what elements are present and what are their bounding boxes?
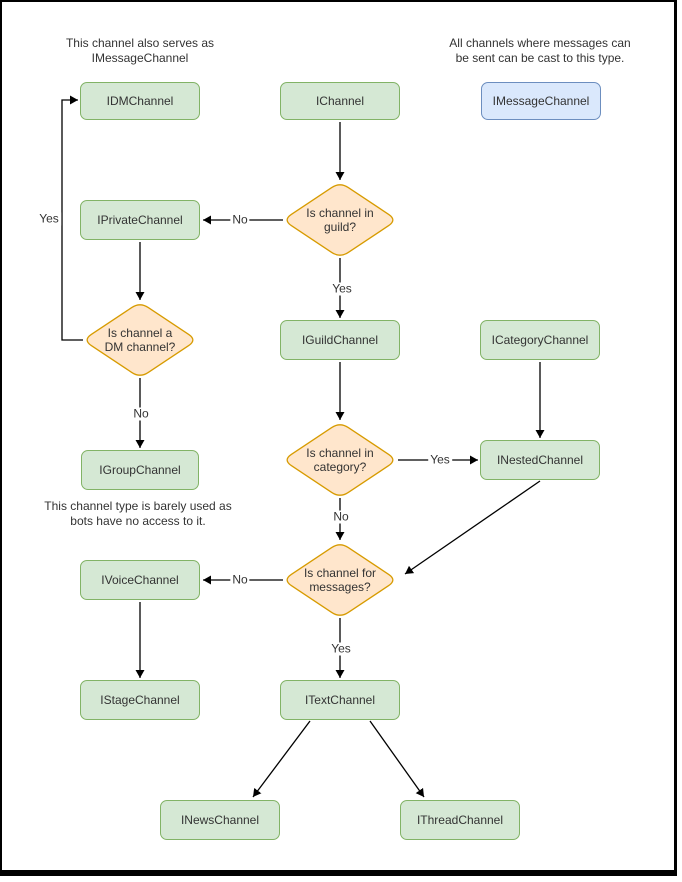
edge-label-yes-category-to-nested: Yes [428,452,452,467]
note-group-channel-barely-used: This channel type is barely used as bots… [44,499,232,528]
decision-diamond-for-messages [286,544,394,616]
node-igroupchannel: IGroupChannel [81,450,199,490]
edge-dm-decision-to-idmchannel [61,95,83,341]
node-inewschannel: INewsChannel [160,800,280,840]
node-idmchannel: IDMChannel [80,82,200,120]
node-itextchannel: ITextChannel [280,680,400,720]
edge-itextchannel-to-inewschannel [252,720,311,798]
node-istagechannel: IStageChannel [80,680,200,720]
decision-in-category-label: Is channel in category? [306,446,374,474]
edge-label-no-guild-to-private: No [230,212,250,227]
decision-diamond-is-dm [86,304,194,376]
edge-label-no-dm-to-groupchannel: No [131,406,151,421]
edge-label-yes-dm-to-idmchannel: Yes [37,211,61,226]
node-icategorychannel: ICategoryChannel [480,320,600,360]
edge-inestedchannel-to-messages-decision [404,480,541,575]
edge-label-no-messages-to-voice: No [230,572,250,587]
decision-in-guild-label: Is channel in guild? [306,206,374,234]
edge-itextchannel-to-ithreadchannel [369,720,425,798]
node-iguildchannel: IGuildChannel [280,320,400,360]
note-dm-serves-as-message-channel: This channel also serves as IMessageChan… [65,36,215,65]
node-imessagechannel: IMessageChannel [481,82,601,120]
node-ithreadchannel: IThreadChannel [400,800,520,840]
node-inestedchannel: INestedChannel [480,440,600,480]
decision-diamond-in-guild [286,184,394,256]
decision-is-dm-label: Is channel a DM channel? [104,326,176,354]
note-message-channel-cast: All channels where messages can be sent … [449,36,631,65]
node-iprivatechannel: IPrivateChannel [80,200,200,240]
decision-for-messages-label: Is channel for messages? [303,566,377,594]
node-ivoicechannel: IVoiceChannel [80,560,200,600]
edge-label-yes-guild-to-guildchannel: Yes [330,281,354,296]
edge-label-yes-messages-to-text: Yes [329,641,353,656]
node-ichannel: IChannel [280,82,400,120]
edge-label-no-category-to-messages: No [331,509,351,524]
decision-diamond-in-category [286,424,394,496]
